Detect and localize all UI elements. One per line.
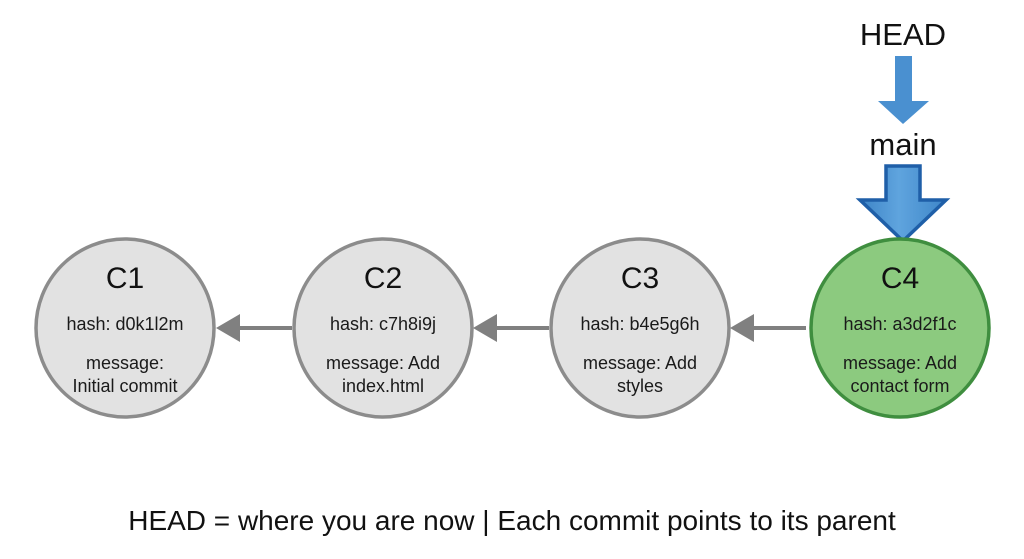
parent-link-c4-c3 [730, 314, 806, 342]
branch-to-commit-arrow [855, 164, 951, 244]
commit-circle[interactable] [34, 237, 216, 419]
commit-id: C2 [364, 262, 402, 295]
commit-circle-current[interactable] [809, 237, 991, 419]
commit-message-line1: message: [86, 353, 164, 373]
commit-message-line2: index.html [342, 376, 424, 396]
commit-id: C3 [621, 262, 659, 295]
commit-hash: hash: a3d2f1c [843, 314, 956, 334]
commit-message-line1: message: Add [326, 353, 440, 373]
diagram-caption: HEAD = where you are now | Each commit p… [128, 505, 896, 536]
commit-node-c2[interactable]: C2 hash: c7h8i9j message: Add index.html [292, 237, 474, 419]
branch-label: main [869, 127, 936, 162]
parent-link-c3-c2 [473, 314, 549, 342]
commit-hash: hash: b4e5g6h [580, 314, 699, 334]
commit-hash: hash: d0k1l2m [66, 314, 183, 334]
commit-node-c3[interactable]: C3 hash: b4e5g6h message: Add styles [549, 237, 731, 419]
commit-id: C4 [881, 262, 919, 295]
commit-node-c4[interactable]: C4 hash: a3d2f1c message: Add contact fo… [809, 237, 991, 419]
commit-message-line1: message: Add [583, 353, 697, 373]
parent-link-c2-c1 [216, 314, 292, 342]
commit-circle[interactable] [292, 237, 474, 419]
commit-message-line2: Initial commit [72, 376, 177, 396]
head-label: HEAD [860, 17, 946, 52]
commit-hash: hash: c7h8i9j [330, 314, 436, 334]
commit-circle[interactable] [549, 237, 731, 419]
commit-message-line2: styles [617, 376, 663, 396]
commit-message-line2: contact form [850, 376, 949, 396]
head-to-main-arrow [878, 56, 929, 124]
commit-id: C1 [106, 262, 144, 295]
commit-message-line1: message: Add [843, 353, 957, 373]
commit-node-c1[interactable]: C1 hash: d0k1l2m message: Initial commit [34, 237, 216, 419]
